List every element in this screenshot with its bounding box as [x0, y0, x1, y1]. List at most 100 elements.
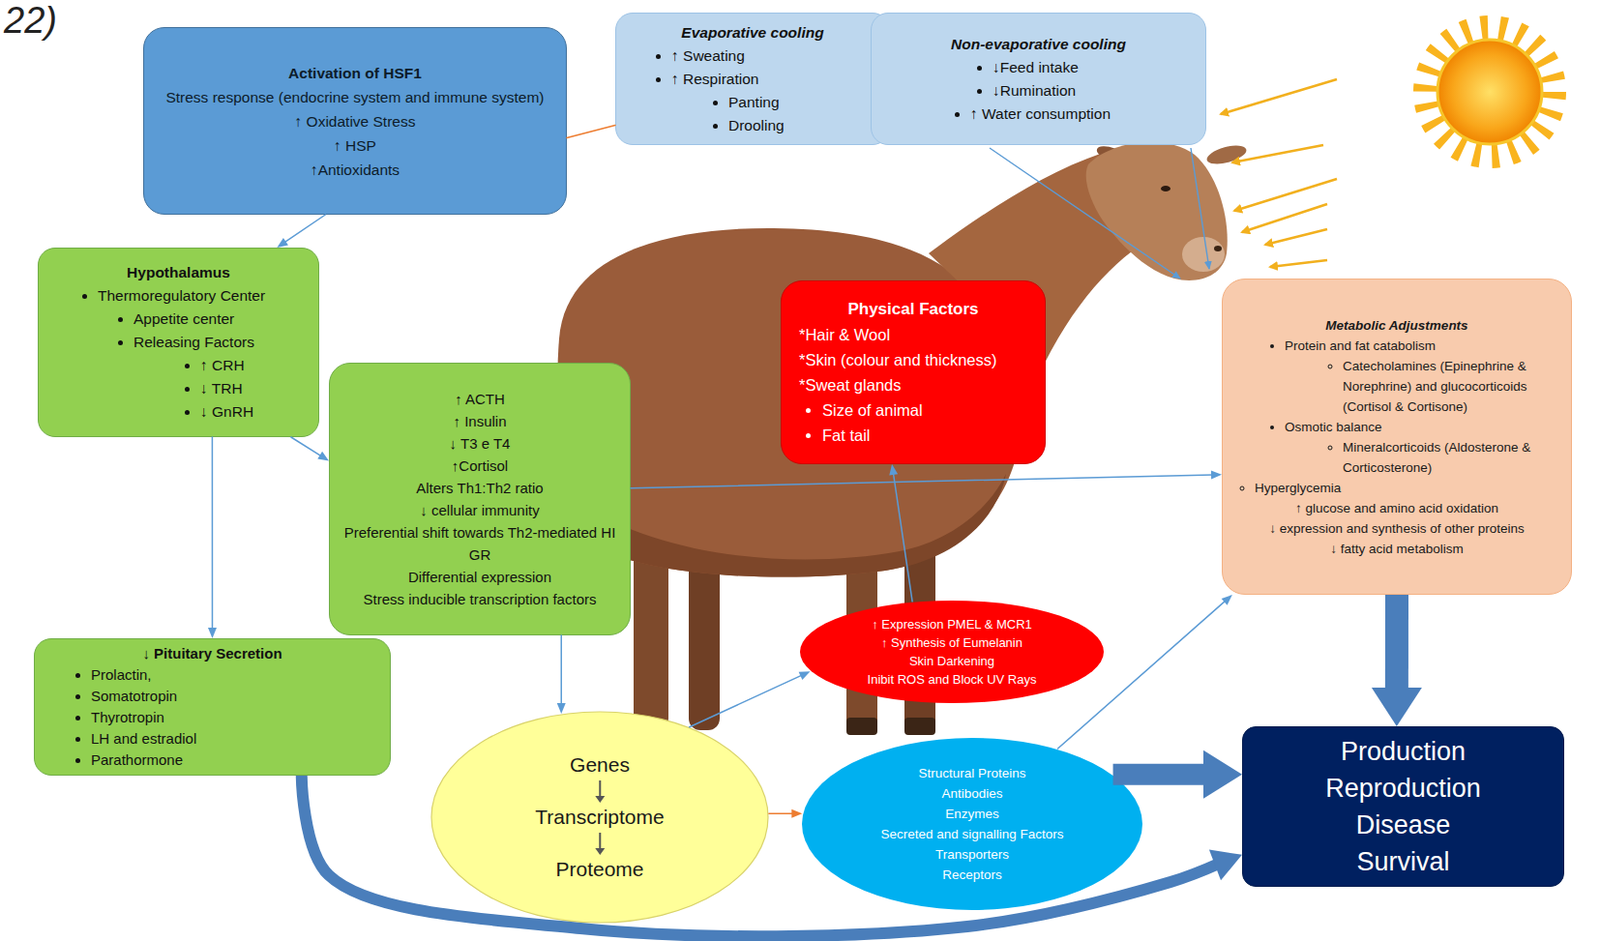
ellipse-fill — [431, 711, 769, 923]
ellipse-outline — [800, 737, 1144, 912]
text-stack: ↑ ACTH↑ Insulin↓ T3 e T4↑CortisolAlters … — [337, 387, 623, 611]
body-text: ↓ T3 e T4 — [337, 432, 623, 455]
body-text: *Hair & Wool — [799, 322, 1036, 348]
figure-number: 22) — [3, 0, 58, 42]
connector-line — [769, 812, 794, 815]
body-text: ↓ TRH — [200, 377, 309, 401]
body-text: Preferential shift towards Th2-mediated … — [337, 521, 623, 544]
connector-line — [211, 437, 214, 630]
ellipse-fill — [800, 600, 1104, 704]
body-text: ↓Feed intake — [992, 56, 1196, 80]
sun-disc — [1437, 39, 1542, 145]
heat-arrow — [1242, 204, 1328, 233]
physical-factors-box: Physical Factors*Hair & Wool*Skin (colou… — [780, 280, 1046, 465]
body-text: ↑Cortisol — [337, 454, 623, 477]
sheep-leg — [633, 541, 669, 731]
heading-text: Metabolic Adjustments — [1232, 315, 1562, 336]
connector-line — [1058, 600, 1226, 749]
body-text: Prolactin, — [90, 664, 381, 686]
text-stack: Activation of HSF1Stress response (endoc… — [155, 60, 555, 182]
body-text: Inibit ROS and Block UV Rays — [867, 670, 1038, 689]
sun-rays — [1425, 28, 1554, 156]
flow-arrow-head — [594, 848, 605, 856]
text-stack: Metabolic AdjustmentsProtein and fat cat… — [1232, 315, 1562, 560]
cooling-leader-lines — [989, 148, 1210, 279]
body-text: ↑ HSP — [155, 133, 555, 158]
body-text: *Skin (colour and thickness) — [799, 347, 1036, 373]
body-text: ↑ Oxidative Stress — [155, 109, 555, 134]
sun — [1425, 28, 1554, 156]
connector-line — [892, 473, 913, 602]
connector — [207, 437, 217, 639]
arrow-head — [557, 703, 566, 714]
arrow-head — [1371, 687, 1423, 727]
body-text: Size of animal — [822, 397, 1036, 423]
body-text: Thermoregulatory Center — [97, 284, 309, 308]
connector-line — [301, 775, 1219, 937]
pituitary-box: ↓ Pituitary SecretionProlactin,Somatotro… — [33, 638, 391, 776]
body-text: LH and estradiol — [90, 728, 381, 750]
body-text: Production — [1252, 733, 1554, 771]
flow-arrow — [592, 830, 607, 857]
body-text: Mineralcorticoids (Aldosterone & Cortico… — [1342, 437, 1562, 478]
non-evaporative-cooling-box: Non-evaporative cooling↓Feed intake↓Rumi… — [870, 12, 1207, 146]
sheep-muzzle — [1182, 237, 1225, 272]
body-text: Secreted and signalling Factors — [880, 824, 1064, 845]
body-text: Genes — [569, 751, 630, 779]
body-text: Skin Darkening — [909, 651, 995, 671]
connector — [689, 671, 811, 727]
text-stack: Evaporative cooling↑ Sweating↑ Respirati… — [625, 21, 880, 138]
arrow-head — [317, 451, 329, 462]
text-stack: Structural ProteinsAntibodiesEnzymesSecr… — [880, 763, 1064, 886]
connector — [1058, 594, 1233, 749]
connector-line — [689, 675, 802, 728]
heading-text: Hypothalamus — [48, 261, 309, 285]
heat-arrow — [1232, 145, 1324, 163]
arrow-head — [1203, 750, 1243, 800]
body-text: Protein and fat catabolism — [1284, 335, 1562, 356]
body-text: Somatotropin — [90, 685, 381, 708]
connector — [1113, 750, 1243, 800]
outcomes-box: ProductionReproductionDiseaseSurvival — [1242, 726, 1565, 888]
body-text: Drooling — [728, 114, 880, 138]
connector — [566, 124, 616, 138]
sheep-eye — [1160, 185, 1171, 192]
body-text: Transporters — [935, 844, 1009, 865]
flow-arrow-head — [594, 796, 605, 803]
text-stack: HypothalamusThermoregulatory CenterAppet… — [48, 261, 309, 424]
sheep-ear — [1205, 142, 1249, 168]
sheep-hoof — [904, 717, 936, 736]
connector-line — [1385, 594, 1409, 694]
body-text: ↑ Respiration — [671, 67, 880, 91]
arrow-head — [888, 464, 898, 476]
body-text: Thyrotropin — [90, 707, 381, 729]
heading-text: ↓ Pituitary Secretion — [44, 643, 381, 665]
body-text: Fat tail — [822, 422, 1036, 448]
body-text: ↑ Synthesis of Eumelanin — [881, 633, 1023, 652]
hypothalamus-box: HypothalamusThermoregulatory CenterAppet… — [37, 247, 320, 438]
proteins-ellipse: Structural ProteinsAntibodiesEnzymesSecr… — [800, 737, 1144, 912]
flow-arrow-line — [598, 780, 601, 798]
text-stack: GenesTranscriptomeProteome — [534, 751, 664, 884]
ellipse-fill — [801, 738, 1143, 911]
ellipse-outline — [799, 599, 1105, 705]
leader-line — [1190, 148, 1210, 269]
connector — [301, 775, 1243, 937]
text-stack: Physical Factors*Hair & Wool*Skin (colou… — [791, 296, 1036, 448]
body-text: ↑ Insulin — [337, 410, 623, 433]
body-text: ↓ expression and synthesis of other prot… — [1232, 518, 1562, 539]
connector-line — [566, 124, 616, 138]
connector — [888, 464, 913, 602]
heading-text: Physical Factors — [791, 296, 1036, 323]
arrow-head — [276, 237, 289, 248]
body-text: Alters Th1:Th2 ratio — [337, 476, 623, 500]
sheep-head — [1086, 142, 1228, 281]
text-stack: ↓ Pituitary SecretionProlactin,Somatotro… — [44, 643, 381, 771]
body-text: Antibodies — [941, 783, 1003, 804]
arrow-head — [791, 809, 802, 819]
body-text: Survival — [1252, 843, 1554, 881]
body-text: Releasing Factors — [133, 330, 309, 355]
sheep-nose — [1214, 245, 1222, 252]
text-stack: ProductionReproductionDiseaseSurvival — [1252, 733, 1554, 881]
connector — [769, 809, 802, 819]
